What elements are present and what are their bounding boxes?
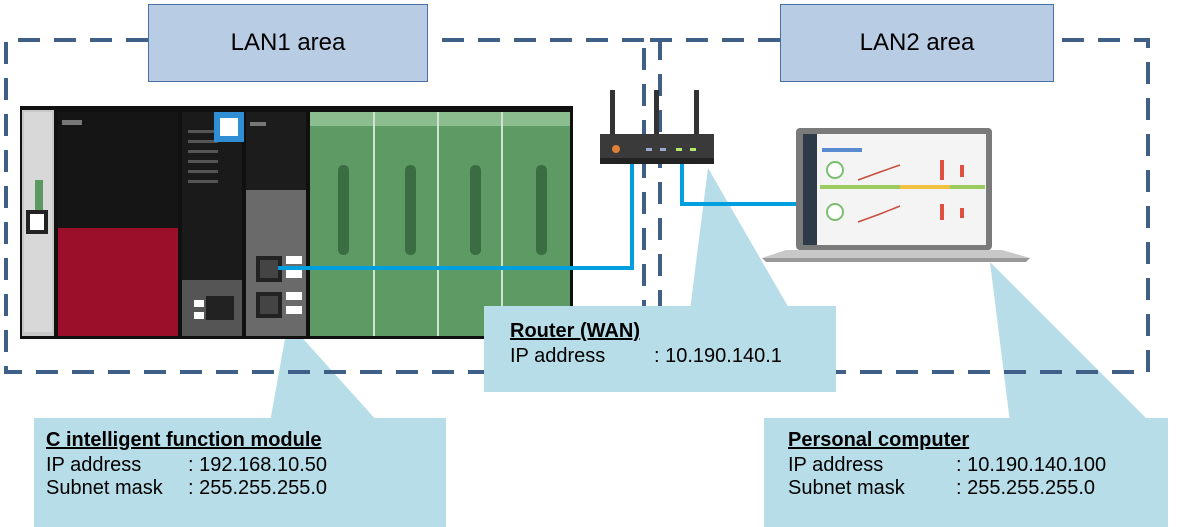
module-mask-row: Subnet mask : 255.255.255.0 bbox=[46, 477, 446, 500]
router-title: Router (WAN) bbox=[510, 320, 640, 342]
router-icon bbox=[600, 90, 714, 164]
module-title: C intelligent function module bbox=[46, 429, 322, 451]
router-callout-pointer bbox=[690, 168, 790, 310]
computer-ip-value: : 10.190.140.100 bbox=[956, 454, 1107, 476]
laptop-icon bbox=[762, 128, 1030, 262]
computer-mask-row: Subnet mask : 255.255.255.0 bbox=[788, 477, 1168, 500]
lan2-area-text: LAN2 area bbox=[859, 29, 975, 56]
lan1-area-boundary bbox=[4, 38, 662, 374]
lan1-area-label: LAN1 area bbox=[148, 4, 428, 82]
module-mask-label: Subnet mask bbox=[46, 477, 163, 499]
router-ip-row: IP address : 10.190.140.1 bbox=[510, 345, 836, 368]
router-ip-value: : 10.190.140.1 bbox=[654, 345, 782, 367]
computer-mask-value: : 255.255.255.0 bbox=[956, 477, 1096, 499]
lan1-area-text: LAN1 area bbox=[230, 29, 346, 56]
computer-ip-label: IP address bbox=[788, 454, 884, 476]
module-ip-value: : 192.168.10.50 bbox=[188, 454, 328, 476]
router-pc-cable bbox=[680, 162, 806, 206]
module-ip-row: IP address : 192.168.10.50 bbox=[46, 454, 446, 477]
computer-callout: Personal computer IP address : 10.190.14… bbox=[764, 418, 1168, 527]
module-callout: C intelligent function module IP address… bbox=[34, 418, 446, 527]
computer-mask-label: Subnet mask bbox=[788, 477, 905, 499]
lan2-area-label: LAN2 area bbox=[780, 4, 1054, 82]
module-router-cable bbox=[278, 162, 634, 270]
plc-rack bbox=[20, 106, 573, 339]
router-ip-label: IP address bbox=[510, 345, 606, 367]
module-mask-value: : 255.255.255.0 bbox=[188, 477, 328, 499]
computer-ip-row: IP address : 10.190.140.100 bbox=[788, 454, 1168, 477]
computer-callout-pointer bbox=[990, 262, 1150, 422]
computer-title: Personal computer bbox=[788, 429, 970, 451]
router-callout: Router (WAN) IP address : 10.190.140.1 bbox=[484, 306, 836, 392]
module-ip-label: IP address bbox=[46, 454, 142, 476]
lan2-area-boundary bbox=[642, 38, 1150, 374]
